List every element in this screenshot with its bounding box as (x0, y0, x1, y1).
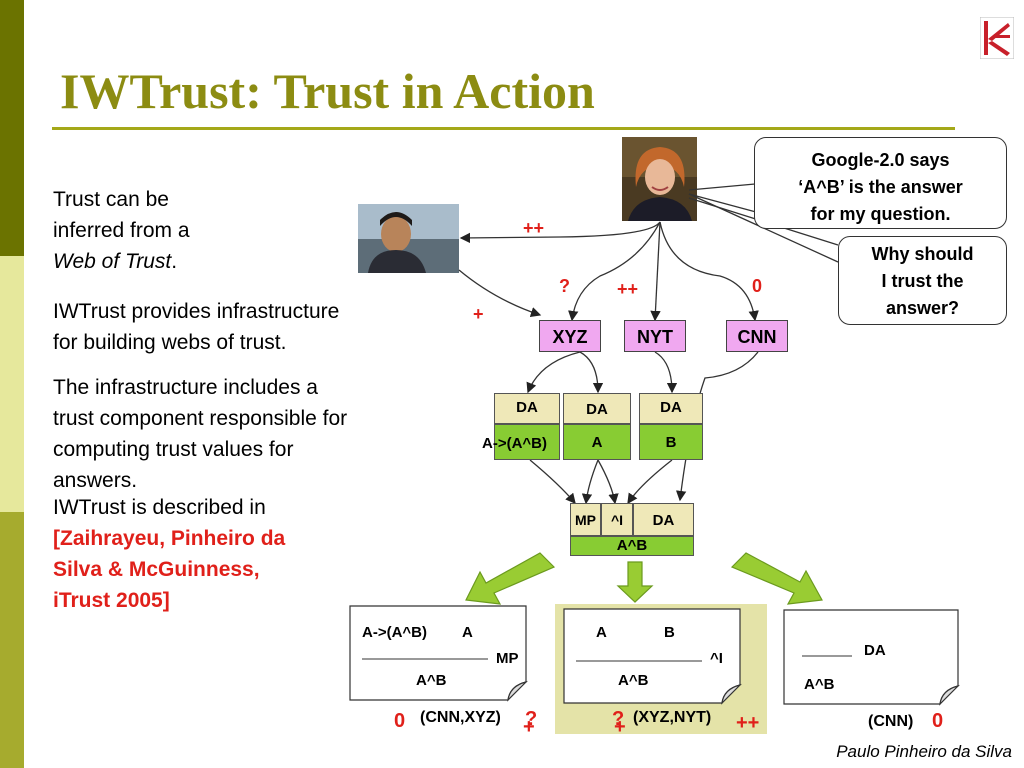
da-box-1-label: A->(A^B) (482, 435, 548, 452)
arrow-da2b-to-combined (597, 459, 619, 505)
trust-label-man-xyz: + (473, 304, 484, 324)
green-arrow-down (616, 561, 654, 603)
doc-left-fold (507, 680, 528, 702)
callout-line: for my question. (810, 204, 951, 224)
bottom-right-label: (CNN) (868, 713, 914, 730)
arrow-xyz-to-da2 (579, 351, 604, 394)
doc-right-rule-label: DA (864, 642, 886, 659)
trust-label-nyt: ++ (617, 279, 639, 299)
bottom-middle-plus: + (614, 716, 626, 738)
arrow-man-to-xyz (458, 269, 542, 318)
trust-label-xyz: ? (559, 276, 570, 296)
bullet-infrastructure: IWTrust provides infrastructure for buil… (53, 296, 339, 358)
bottom-right-zero: 0 (932, 710, 944, 732)
arrow-da1-to-combined (529, 459, 576, 504)
doc-left-premise1: A->(A^B) (362, 624, 428, 641)
doc-left-result: A^B (416, 672, 447, 689)
bullet-line: IWTrust provides infrastructure (53, 300, 340, 323)
man-photo (358, 204, 459, 273)
bottom-left-plus: + (523, 716, 535, 738)
doc-right-fold (939, 684, 960, 706)
side-strip-bottom (0, 512, 24, 768)
bottom-left-label: (CNN,XYZ) (420, 709, 501, 726)
bullet-line: inferred from a (53, 219, 190, 242)
da-box-1-bottom (494, 424, 560, 460)
bullet-trust-component: The infrastructure includes a trust comp… (53, 372, 347, 496)
da-box-2-top: DA (563, 393, 631, 424)
doc-left-premise2: A (462, 624, 473, 641)
bullet-line: The infrastructure includes a (53, 376, 318, 399)
callout-line: answer? (885, 298, 960, 318)
trust-label-woman-man: ++ (523, 218, 545, 238)
combined-conj-cell: ^I (601, 503, 633, 536)
arrow-woman-to-nyt (650, 221, 661, 322)
bottom-left-question: ? (525, 708, 538, 730)
bullet-line-end: . (171, 250, 178, 273)
bullet-line: answers. (53, 469, 138, 492)
side-strip-top (0, 0, 24, 256)
bullet-line: trust component responsible for (53, 407, 348, 430)
callout-line: ‘A^B’ is the answer (798, 177, 963, 197)
bottom-middle-question: ? (612, 708, 625, 730)
arrow-woman-to-xyz (568, 221, 661, 322)
author-footer: Paulo Pinheiro da Silva (836, 742, 1012, 761)
doc-middle-fold (721, 683, 742, 705)
doc-left-rule-label: MP (496, 650, 519, 667)
bullet-line: for building webs of trust. (53, 331, 287, 354)
green-arrow-left (465, 552, 556, 605)
bottom-middle-plusplus: ++ (736, 712, 760, 734)
source-box-xyz: XYZ (539, 320, 601, 352)
arrow-da3-to-combined (627, 459, 673, 505)
arrow-nyt-to-da3 (654, 351, 678, 394)
side-strip-middle (0, 256, 24, 512)
bullet-line: Trust can be (53, 188, 169, 211)
citation-line: iTrust 2005] (53, 589, 170, 612)
university-logo-icon (980, 17, 1014, 59)
source-box-cnn: CNN (726, 320, 788, 352)
callout-pointer-google-2 (688, 193, 757, 213)
web-of-trust-phrase: Web of Trust (53, 250, 172, 273)
da-box-3-bottom: B (639, 424, 703, 460)
callout-line: I trust the (881, 271, 964, 291)
bullet-line: Web of Trust. (53, 246, 190, 277)
arrow-xyz-to-da1 (526, 351, 581, 394)
citation-line: Silva & McGuinness, (53, 558, 260, 581)
bottom-left-zero: 0 (394, 710, 406, 732)
doc-middle-premise2: B (664, 624, 675, 641)
doc-right-result: A^B (804, 676, 835, 693)
bullet-line: IWTrust is described in (53, 496, 266, 519)
woman-photo (622, 137, 697, 221)
combined-result-cell: A^B (570, 536, 694, 556)
bullet-web-of-trust: Trust can be inferred from a Web of Trus… (53, 184, 190, 277)
da-box-1-top: DA (494, 393, 560, 424)
arrow-da2a-to-combined (581, 459, 599, 505)
green-arrow-right (730, 552, 823, 605)
slide-title: IWTrust: Trust in Action (60, 63, 595, 119)
callout-why-trust: Why should I trust the answer? (838, 236, 1007, 325)
callout-line: Google-2.0 says (811, 150, 950, 170)
combined-da-cell: DA (633, 503, 694, 536)
arrow-woman-to-cnn (659, 221, 759, 322)
doc-middle-rule-label: ^I (710, 650, 723, 667)
callout-pointer-google (688, 183, 756, 191)
da-box-2-bottom: A (563, 424, 631, 460)
combined-mp-cell: MP (570, 503, 601, 536)
arrow-woman-to-man (459, 221, 661, 244)
source-box-nyt: NYT (624, 320, 686, 352)
arrow-cnn-to-combined (675, 351, 759, 502)
bullet-line: computing trust values for (53, 438, 294, 461)
callout-line: Why should (871, 244, 974, 264)
citation-line: [Zaihrayeu, Pinheiro da (53, 527, 286, 550)
callout-google: Google-2.0 says ‘A^B’ is the answer for … (754, 137, 1007, 229)
title-underline (52, 127, 955, 130)
doc-middle-premise1: A (596, 624, 607, 641)
bottom-middle-label: (XYZ,NYT) (633, 709, 712, 726)
trust-label-cnn: 0 (752, 276, 763, 296)
bullet-reference: IWTrust is described in [Zaihrayeu, Pinh… (53, 492, 285, 616)
da-box-3-top: DA (639, 393, 703, 424)
doc-middle-result: A^B (618, 672, 649, 689)
